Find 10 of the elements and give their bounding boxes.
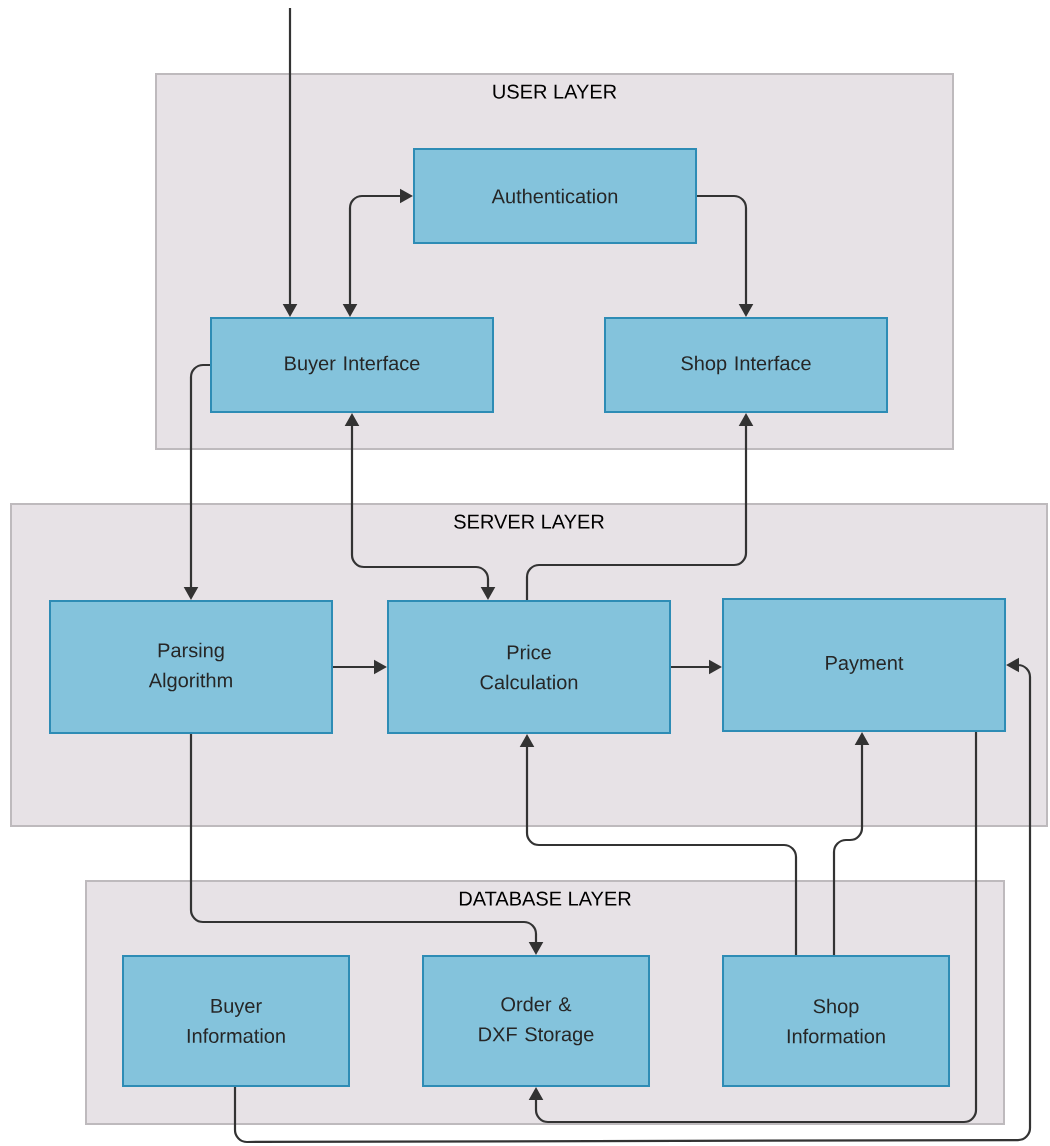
arrow xyxy=(528,732,978,1124)
process-box: Buyer Information xyxy=(122,955,350,1087)
process-box: Parsing Algorithm xyxy=(49,600,333,734)
process-box: Price Calculation xyxy=(387,600,671,734)
process-box: Payment xyxy=(722,598,1006,732)
process-box: Order & DXF Storage xyxy=(422,955,650,1087)
process-box: Shop Information xyxy=(722,955,950,1087)
process-box: Authentication xyxy=(413,148,697,244)
process-box: Buyer Interface xyxy=(210,317,494,413)
process-box: Shop Interface xyxy=(604,317,888,413)
